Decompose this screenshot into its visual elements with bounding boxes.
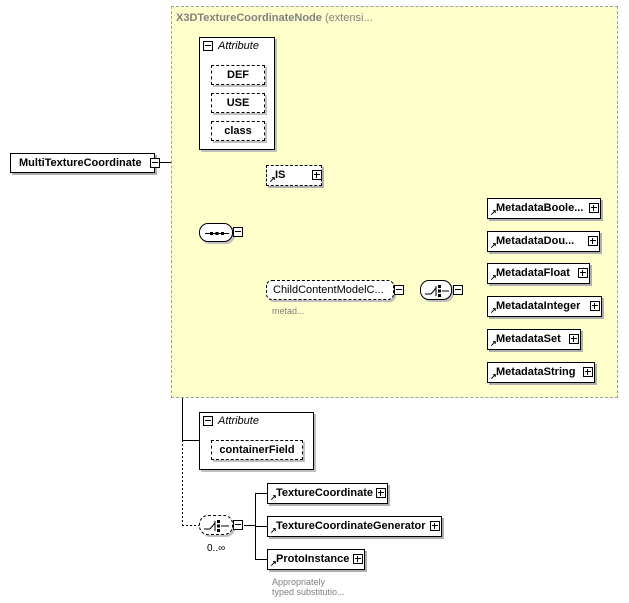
root-collapse-toggle[interactable] <box>150 158 160 168</box>
reference-arrow-icon: ↗ <box>270 493 277 502</box>
reference-arrow-icon: ↗ <box>490 273 497 282</box>
reference-arrow-icon: ↗ <box>490 372 497 381</box>
attribute-container-field[interactable]: containerField <box>211 440 303 460</box>
metadata-double-label: MetadataDou... <box>496 235 575 247</box>
sequence-collapse-toggle[interactable] <box>233 227 243 237</box>
reference-arrow-icon: ↗ <box>490 241 497 250</box>
metadata-integer-element[interactable]: ↗ MetadataInteger <box>487 296 602 317</box>
attribute-box-top-collapse-toggle[interactable] <box>203 41 213 51</box>
is-element-label: IS <box>275 169 286 181</box>
child-content-model-group[interactable]: ChildContentModelC... <box>266 280 394 300</box>
reference-arrow-icon: ↗ <box>490 339 497 348</box>
expand-icon[interactable] <box>578 268 588 278</box>
proto-instance-element[interactable]: ↗ ProtoInstance <box>267 549 365 570</box>
texture-coordinate-element[interactable]: ↗ TextureCoordinate <box>267 483 388 504</box>
metadata-string-element[interactable]: ↗ MetadataString <box>487 362 595 383</box>
choice-bottom-note-line1: Appropriately <box>272 577 326 587</box>
choice-bottom-note-line2: typed substitutio... <box>272 587 345 597</box>
choice-icon <box>204 520 229 532</box>
reference-arrow-icon: ↗ <box>490 306 497 315</box>
expand-icon[interactable] <box>353 554 363 564</box>
metadata-set-label: MetadataSet <box>496 333 561 345</box>
choice-bottom-occurrence: 0..∞ <box>207 543 226 554</box>
reference-arrow-icon: ↗ <box>490 208 497 217</box>
attribute-box-bottom-caption: Attribute <box>218 415 259 427</box>
expand-icon[interactable] <box>589 203 599 213</box>
base-type-name: X3DTextureCoordinateNode <box>176 12 322 24</box>
base-type-group-title: X3DTextureCoordinateNode (extensi... <box>176 12 373 24</box>
reference-arrow-icon: ↗ <box>269 175 276 184</box>
expand-icon[interactable] <box>583 367 593 377</box>
sequence-icon <box>205 232 229 235</box>
metadata-set-element[interactable]: ↗ MetadataSet <box>487 329 581 350</box>
metadata-double-element[interactable]: ↗ MetadataDou... <box>487 231 600 252</box>
choice-bottom-collapse-toggle[interactable] <box>233 520 243 530</box>
metadata-string-label: MetadataString <box>496 366 576 378</box>
proto-instance-label: ProtoInstance <box>276 553 350 565</box>
attribute-box-top-caption: Attribute <box>218 40 259 52</box>
root-element[interactable]: MultiTextureCoordinate <box>10 153 155 173</box>
base-type-suffix: (extensi... <box>324 12 373 24</box>
attribute-class[interactable]: class <box>211 121 265 141</box>
child-content-model-label: ChildContentModelC... <box>273 284 384 296</box>
attribute-use[interactable]: USE <box>211 93 265 113</box>
attribute-def[interactable]: DEF <box>211 65 265 85</box>
choice-compositor-metadata[interactable] <box>420 280 452 300</box>
expand-icon[interactable] <box>430 521 440 531</box>
metadata-float-element[interactable]: ↗ MetadataFloat <box>487 263 590 284</box>
is-element[interactable]: ↗ IS <box>266 165 322 186</box>
texture-coordinate-generator-label: TextureCoordinateGenerator <box>276 520 426 532</box>
texture-coordinate-generator-element[interactable]: ↗ TextureCoordinateGenerator <box>267 516 442 537</box>
expand-icon[interactable] <box>569 334 579 344</box>
expand-icon[interactable] <box>376 488 386 498</box>
child-content-model-collapse-toggle[interactable] <box>394 285 404 295</box>
metadata-integer-label: MetadataInteger <box>496 300 581 312</box>
expand-icon[interactable] <box>590 301 600 311</box>
root-element-label: MultiTextureCoordinate <box>19 157 142 169</box>
sequence-compositor[interactable] <box>199 223 233 242</box>
reference-arrow-icon: ↗ <box>270 526 277 535</box>
expand-icon[interactable] <box>312 170 322 180</box>
attribute-box-bottom-collapse-toggle[interactable] <box>203 416 213 426</box>
reference-arrow-icon: ↗ <box>270 559 277 568</box>
metadata-boolean-element[interactable]: ↗ MetadataBoole... <box>487 198 601 219</box>
metadata-boolean-label: MetadataBoole... <box>496 202 584 214</box>
expand-icon[interactable] <box>588 236 598 246</box>
metadata-float-label: MetadataFloat <box>496 267 570 279</box>
child-content-model-note: metad... <box>272 306 305 316</box>
choice-metadata-collapse-toggle[interactable] <box>453 285 463 295</box>
choice-icon <box>425 285 449 297</box>
choice-compositor-bottom[interactable] <box>199 515 233 535</box>
texture-coordinate-label: TextureCoordinate <box>276 487 373 499</box>
